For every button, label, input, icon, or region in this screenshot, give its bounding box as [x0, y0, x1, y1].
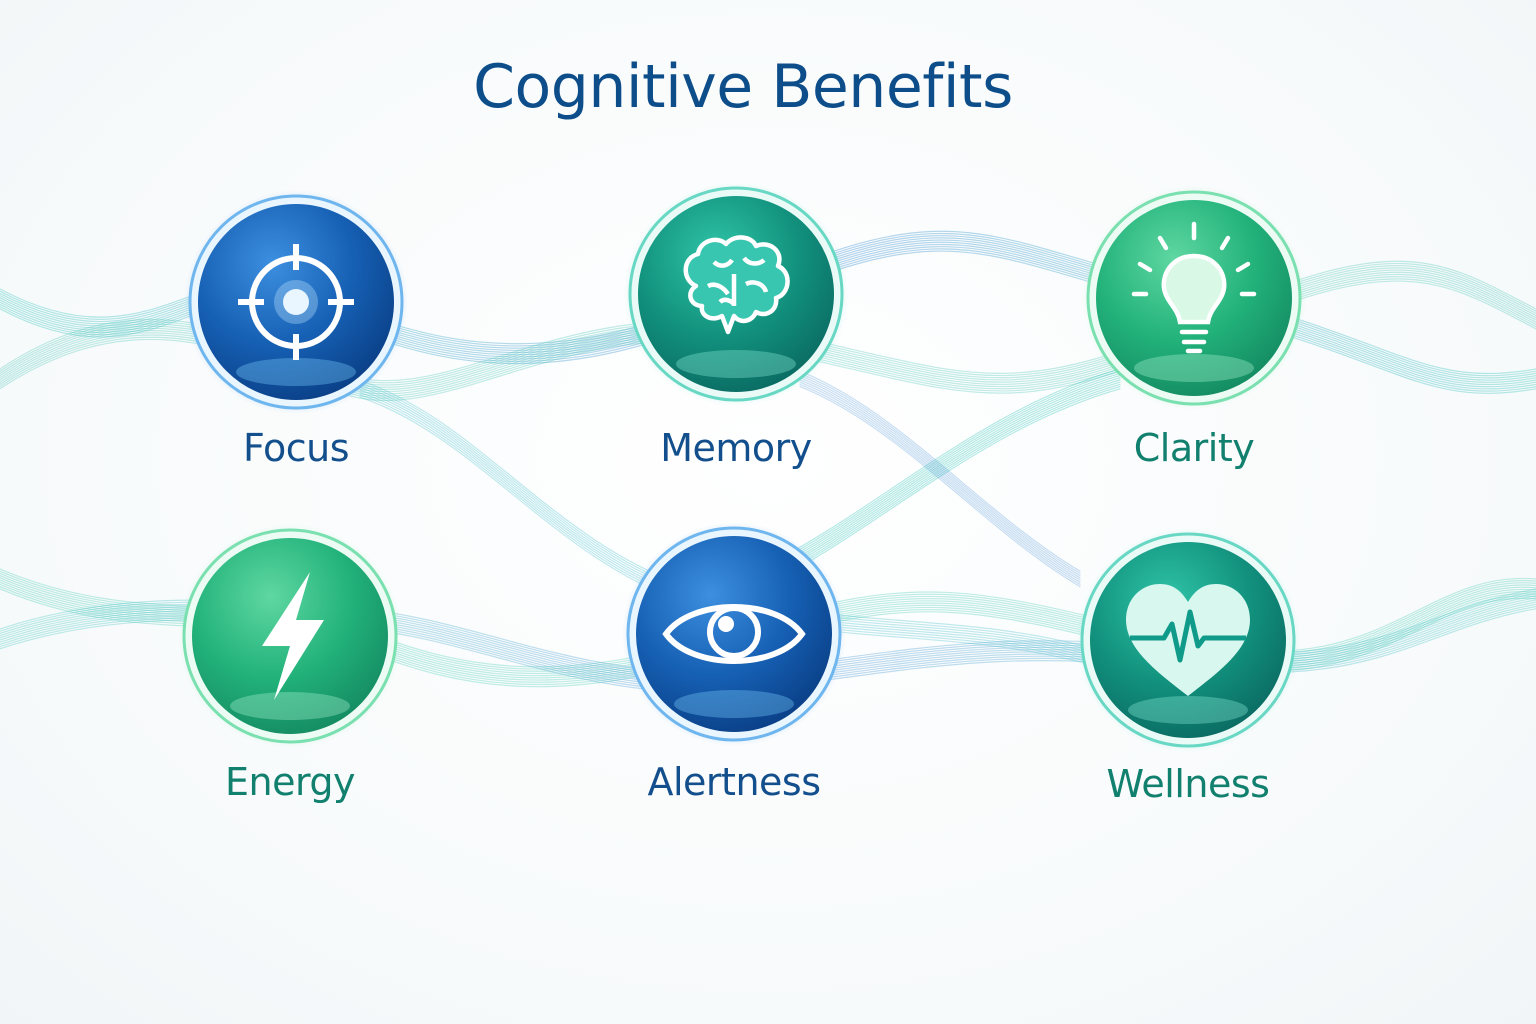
wave-ribbon: [799, 386, 1081, 588]
benefit-clarity: Clarity: [1044, 186, 1344, 470]
heartbeat-icon: [1126, 584, 1250, 696]
energy-orb: [178, 524, 402, 748]
benefit-label-energy: Energy: [224, 760, 356, 804]
wave-ribbon: [799, 381, 1081, 583]
lightbulb-icon: [1131, 221, 1257, 354]
benefit-memory: Memory: [586, 182, 886, 470]
wave-ribbon: [759, 372, 1121, 574]
wellness-orb: [1076, 528, 1300, 752]
benefit-energy: Energy: [140, 524, 440, 804]
lightning-icon: [262, 572, 324, 700]
wave-ribbon: [799, 377, 1081, 579]
memory-orb: [624, 182, 848, 406]
clarity-orb: [1082, 186, 1306, 410]
wave-ribbon: [799, 370, 1081, 572]
benefit-focus: Focus: [146, 190, 446, 470]
wave-ribbon: [759, 368, 1121, 570]
wave-ribbon: [799, 372, 1081, 574]
benefit-label-memory: Memory: [660, 426, 812, 470]
benefit-label-focus: Focus: [242, 426, 350, 470]
benefit-label-clarity: Clarity: [1133, 426, 1255, 470]
target-icon: [238, 244, 354, 360]
wave-ribbon: [759, 375, 1121, 577]
benefit-alertness: Alertness: [584, 522, 884, 804]
wave-ribbon: [799, 379, 1081, 581]
page-title: Cognitive Benefits: [473, 52, 1013, 122]
focus-orb: [184, 190, 408, 414]
wave-ribbon: [759, 370, 1121, 572]
benefit-label-wellness: Wellness: [1106, 762, 1270, 806]
benefit-wellness: Wellness: [1038, 528, 1338, 806]
benefit-label-alertness: Alertness: [647, 760, 821, 804]
wave-ribbon: [799, 383, 1081, 585]
wave-ribbon: [799, 375, 1081, 577]
brain-icon: [683, 235, 790, 335]
eye-icon: [662, 604, 806, 664]
alertness-orb: [622, 522, 846, 746]
